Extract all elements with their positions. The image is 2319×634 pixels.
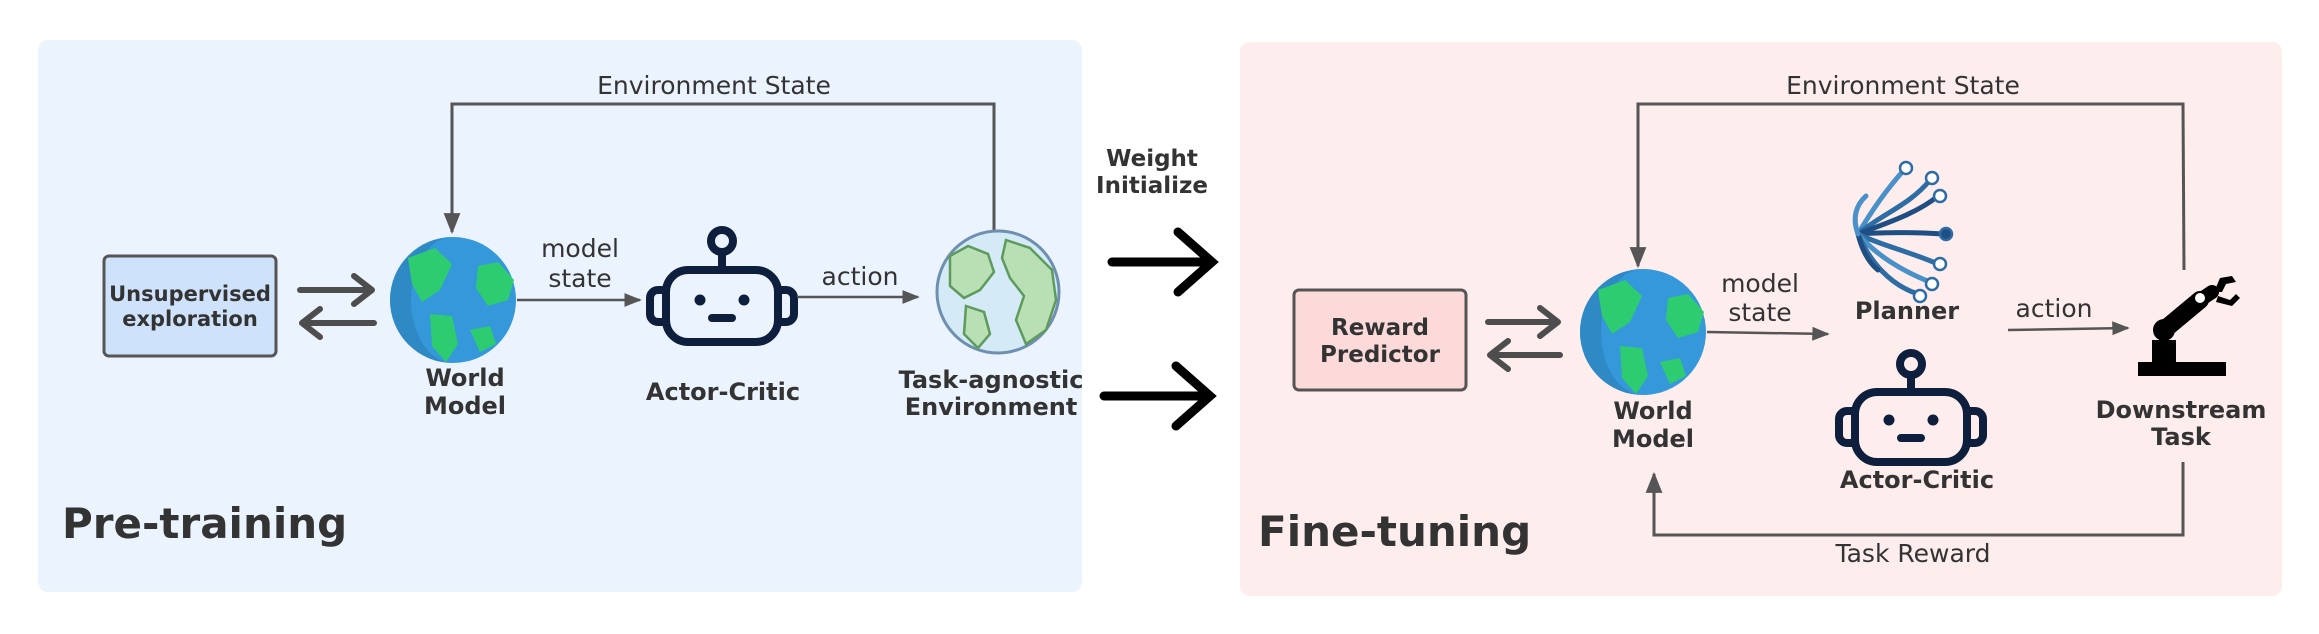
finetune-action-label: action [2016, 294, 2093, 323]
robot-arm-icon [2138, 276, 2240, 376]
finetune-model-state-arrow [1706, 326, 1830, 341]
finetuning-title: Fine-tuning [1258, 507, 1531, 556]
finetune-robot-icon [1835, 349, 1987, 466]
pretrain-bidirectional-arrows [297, 273, 377, 340]
planner-label: Planner [1855, 297, 1959, 325]
downstream-task-label-1: Downstream [2096, 396, 2267, 424]
finetune-world-model-globe-icon [1580, 269, 1706, 395]
finetune-world-model-label-2: Model [1612, 425, 1694, 453]
pretraining-title: Pre-training [62, 499, 347, 548]
finetune-model-state-label-1: model [1721, 269, 1799, 298]
environment-label-1: Task-agnostic [899, 366, 1084, 394]
pretrain-env-state-label: Environment State [597, 71, 831, 100]
transfer-arrows: Weight Initialize [1096, 146, 1219, 431]
pretraining-panel: Environment State Unsupervised explorati… [38, 40, 1083, 592]
pretraining-background [38, 40, 1082, 592]
finetune-env-state-label: Environment State [1786, 71, 2020, 100]
weight-initialize-label-1: Weight [1106, 146, 1198, 172]
pretrain-action-label: action [822, 262, 899, 291]
finetuning-background [1240, 42, 2282, 596]
environment-label-2: Environment [905, 393, 1078, 421]
finetune-bidirectional-arrows [1485, 305, 1563, 372]
unsupervised-label-1: Unsupervised [109, 282, 271, 306]
finetune-world-model-label-1: World [1613, 397, 1692, 425]
task-reward-line [1645, 462, 2185, 537]
finetune-action-arrow [2007, 321, 2130, 336]
pretrain-world-model-globe-icon [390, 237, 516, 363]
environment-globe-icon [935, 229, 1061, 355]
reward-predictor-box [1292, 288, 1468, 392]
pretrain-actor-critic-label: Actor-Critic [646, 378, 800, 406]
reward-predictor-label-2: Predictor [1320, 342, 1441, 368]
finetune-actor-critic-label: Actor-Critic [1840, 466, 1994, 494]
unsupervised-label-2: exploration [122, 307, 258, 331]
pretrain-model-state-label-2: state [548, 264, 611, 293]
finetune-env-state-line [1629, 102, 2186, 271]
weight-initialize-label-2: Initialize [1096, 173, 1208, 199]
task-reward-label: Task Reward [1834, 539, 1990, 568]
planner-neural-tree-icon [1852, 160, 1954, 304]
pretrain-model-state-label-1: model [541, 234, 619, 263]
downstream-task-label-2: Task [2151, 423, 2212, 451]
pretrain-world-model-label-2: Model [424, 392, 506, 420]
reward-predictor-label-1: Reward [1331, 315, 1429, 341]
pretrain-robot-icon [646, 226, 798, 346]
finetuning-panel: Environment State Reward Predictor World… [1240, 42, 2282, 596]
finetune-model-state-label-2: state [1728, 298, 1791, 327]
unsupervised-exploration-box [102, 254, 278, 358]
pretrain-env-state-line [443, 102, 996, 235]
pretrain-world-model-label-1: World [425, 364, 504, 392]
